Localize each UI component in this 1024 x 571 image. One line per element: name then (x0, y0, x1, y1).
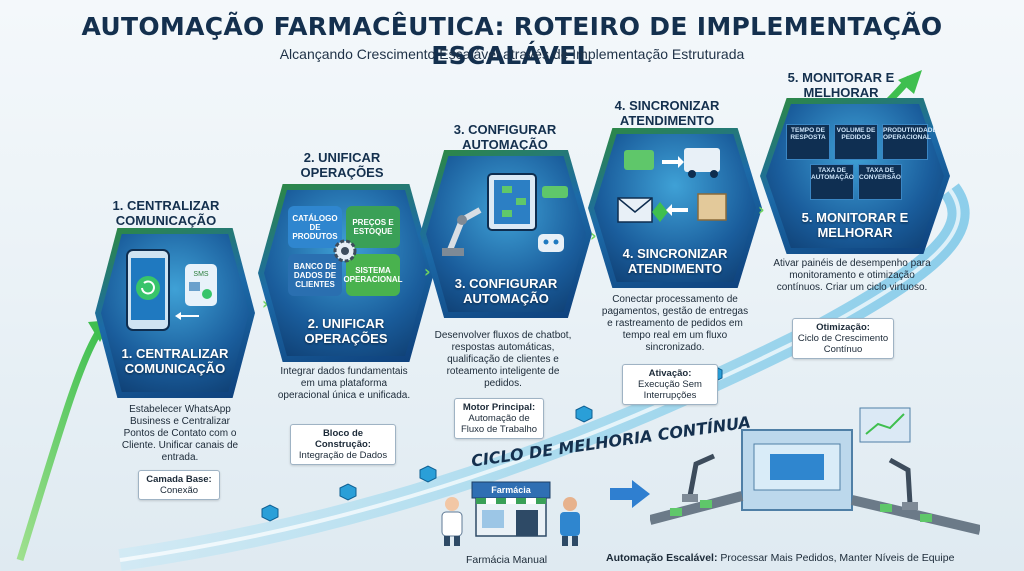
step-5-heading: 5. MONITORAR E MELHORAR (787, 70, 895, 100)
step-4-heading: 4. SINCRONIZAR ATENDIMENTO (614, 98, 720, 128)
step-4-tag-title: Ativação: (648, 368, 692, 379)
step-2-hex: CATÁLOGO DE PRODUTOS PREÇOS E ESTOQUE BA… (258, 184, 434, 362)
scalable-label-text: Processar Mais Pedidos, Manter Níveis de… (717, 552, 955, 564)
step-3-tag-value: Automação de Fluxo de Trabalho (460, 413, 538, 435)
step-1-tag-title: Camada Base: (146, 474, 212, 485)
scalable-automation-label: Automação Escalável: Processar Mais Pedi… (606, 552, 954, 564)
step-2-tag-value: Integração de Dados (298, 450, 388, 461)
manual-pharmacy-illustration: Farmácia (471, 481, 551, 537)
chevron-right-icon: › (262, 294, 269, 313)
step-5-description: Ativar painéis de desempenho para monito… (773, 258, 931, 293)
chevron-right-icon: › (424, 262, 431, 281)
puzzle-system: SISTEMA OPERACIONAL (343, 254, 403, 296)
step-2-tag: Bloco de Construção: Integração de Dados (290, 424, 396, 465)
step-1-description: Estabelecer WhatsApp Business e Centrali… (121, 404, 239, 463)
puzzle-prices: PREÇOS E ESTOQUE (346, 206, 400, 248)
metric-response-time: TEMPO DE RESPOSTA (786, 124, 830, 160)
puzzle-catalog: CATÁLOGO DE PRODUTOS (288, 206, 342, 248)
step-3-hex-label: 3. CONFIGURAR AUTOMAÇÃO (454, 276, 558, 306)
page-subtitle: Alcançando Crescimento Escalável através… (279, 46, 745, 62)
metric-automation-rate: TAXA DE AUTOMAÇÃO (810, 164, 854, 200)
step-5-tag-value: Ciclo de Crescimento Contínuo (797, 333, 889, 355)
step-3-tag: Motor Principal: Automação de Fluxo de T… (454, 398, 544, 439)
step-4-hex: 4. SINCRONIZAR ATENDIMENTO (588, 128, 762, 288)
step-3-tag-title: Motor Principal: (462, 402, 536, 413)
svg-text:SMS: SMS (193, 271, 209, 278)
step-2-description: Integrar dados fundamentais em uma plata… (277, 366, 411, 401)
chevron-right-icon: › (590, 226, 597, 245)
delivery-payment-icon (617, 148, 727, 223)
step-3-heading: 3. CONFIGURAR AUTOMAÇÃO (453, 122, 557, 152)
step-5-hex-label: 5. MONITORAR E MELHORAR (801, 210, 909, 240)
step-4-tag-value: Execução Sem Interrupções (638, 379, 702, 401)
gear-icon (333, 239, 357, 263)
puzzle-customers: BANCO DE DADOS DE CLIENTES (288, 254, 342, 296)
step-5-hex: TEMPO DE RESPOSTA VOLUME DE PEDIDOS PROD… (760, 98, 950, 254)
step-3-hex: 3. CONFIGURAR AUTOMAÇÃO (420, 150, 592, 318)
step-5-tag: Otimização: Ciclo de Crescimento Contínu… (792, 318, 894, 359)
automated-factory-illustration (650, 407, 980, 535)
step-1-tag-value: Conexão (159, 485, 199, 496)
step-4-hex-label: 4. SINCRONIZAR ATENDIMENTO (622, 246, 728, 276)
step-2-heading: 2. UNIFICAR OPERAÇÕES (300, 150, 384, 180)
robot-arm-workflow-icon (442, 173, 568, 256)
scalable-label-bold: Automação Escalável: (606, 552, 718, 564)
step-1-tag: Camada Base: Conexão (138, 470, 220, 500)
step-1-hex: SMS 1. CENTRALIZAR COMUNICAÇÃO (95, 228, 255, 398)
step-4-tag: Ativação: Execução Sem Interrupções (622, 364, 718, 405)
step-5-tag-title: Otimização: (816, 322, 870, 333)
metric-conversion-rate: TAXA DE CONVERSÃO (858, 164, 902, 200)
step-3-description: Desenvolver fluxos de chatbot, respostas… (434, 330, 572, 389)
metric-productivity: PRODUTIVIDADE OPERACIONAL (882, 124, 937, 160)
step-1-hex-label: 1. CENTRALIZAR COMUNICAÇÃO (121, 346, 229, 376)
smartphone-whatsapp-icon: SMS (126, 249, 217, 331)
chevron-right-icon: › (758, 200, 765, 219)
page-title: AUTOMAÇÃO FARMACÊUTICA: ROTEIRO DE IMPLE… (81, 12, 943, 70)
customer-figure-icon (560, 497, 580, 546)
pharmacist-figure-icon (441, 497, 463, 546)
step-2-tag-title: Bloco de Construção: (315, 428, 371, 450)
manual-pharmacy-label: Farmácia Manual (466, 554, 548, 566)
step-4-description: Conectar processamento de pagamentos, ge… (601, 294, 749, 353)
step-1-heading: 1. CENTRALIZAR COMUNICAÇÃO (112, 198, 220, 228)
metric-order-volume: VOLUME DE PEDIDOS (834, 124, 878, 160)
store-sign: Farmácia (491, 485, 532, 495)
step-2-hex-label: 2. UNIFICAR OPERAÇÕES (304, 316, 388, 346)
